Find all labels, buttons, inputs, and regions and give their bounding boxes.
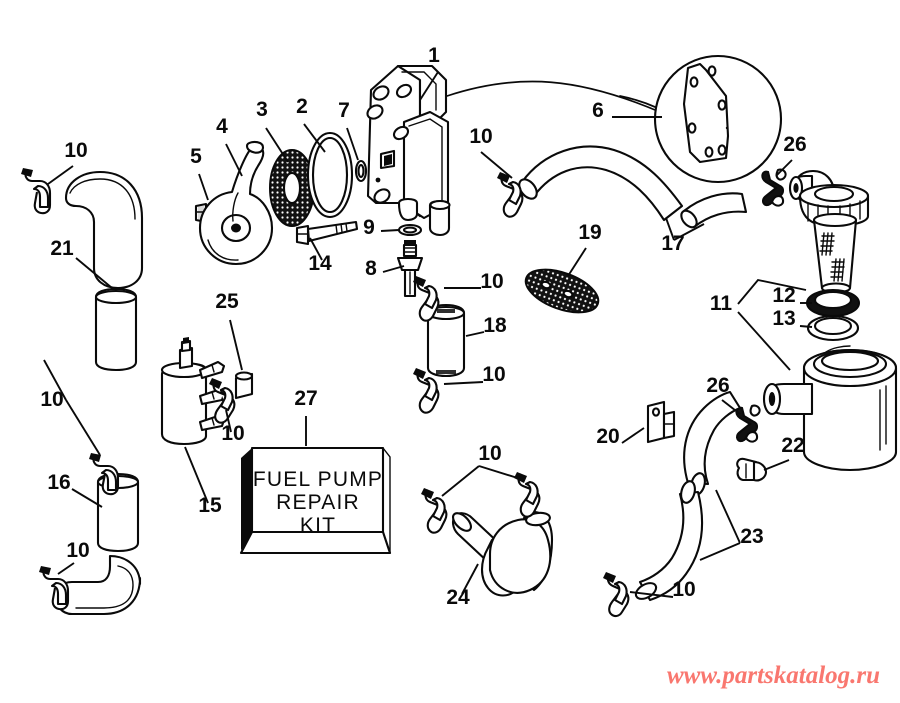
callout-number-24-fuel-hose: 24 (446, 586, 470, 609)
part-10-hose-clamp-below-filter (413, 368, 440, 414)
callout-number-3-diaphragm: 3 (256, 98, 268, 121)
part-3-diaphragm (269, 149, 315, 227)
repair-kit-line-1: FUEL PUMP (253, 468, 383, 491)
callout-number-10-hose-clamp: 10 (221, 422, 244, 445)
part-7-o-ring-small (354, 159, 368, 183)
callout-number-10-hose-clamp: 10 (480, 270, 503, 293)
callout-number-22-drain-screw: 22 (781, 434, 804, 457)
part-10-hose-clamp-above-filter (413, 276, 440, 322)
part-lower-left-curved-hose (54, 554, 142, 616)
callout-number-9-o-ring-fitting: 9 (363, 216, 375, 239)
callout-number-15-electric-fuel-pump: 15 (198, 494, 222, 517)
part-23-fuel-hose-upper (683, 390, 742, 496)
part-6-mounting-gasket-detail (653, 54, 783, 184)
part-24-fuel-hose (451, 510, 554, 597)
part-8-fitting-bolt (396, 240, 424, 298)
callout-number-10-hose-clamp: 10 (66, 539, 89, 562)
part-10-hose-clamp-mid-left (89, 453, 120, 496)
callout-number-4-pump-cover: 4 (216, 115, 228, 138)
callout-number-10-hose-clamp: 10 (40, 388, 63, 411)
callout-number-19-gasket-oval: 19 (578, 221, 601, 244)
part-20-clip-bracket (646, 400, 676, 444)
callout-number-6-mounting-gasket-detail: 6 (592, 99, 604, 122)
part-26-spring-clamp-upper (761, 168, 787, 207)
part-12-filter-seal (806, 289, 860, 317)
part-13-filter-o-ring (806, 314, 860, 342)
callout-number-13-filter-o-ring: 13 (772, 307, 795, 330)
callout-number-1-fuel-pump-body: 1 (428, 44, 440, 67)
callout-number-20-clip-bracket: 20 (596, 425, 619, 448)
callout-number-12-filter-gasket-seal: 12 (772, 284, 795, 307)
part-19-gasket-oval (524, 268, 600, 314)
part-10-hose-clamp-hose17 (497, 172, 524, 218)
callout-number-14-screw-long: 14 (308, 252, 332, 275)
callout-number-26-spring-clamp: 26 (706, 374, 729, 397)
part-21-fuel-hose (64, 170, 144, 372)
callout-number-2-diaphragm-gasket: 2 (296, 95, 308, 118)
part-10-hose-clamp-bc-right (514, 472, 541, 518)
callout-number-10-hose-clamp: 10 (482, 363, 505, 386)
site-watermark: www.partskatalog.ru (667, 662, 880, 689)
part-11-filter-cap-assembly (788, 169, 870, 294)
callout-number-8-fitting-bolt: 8 (365, 257, 377, 280)
callout-number-17-fuel-hose: 17 (661, 232, 684, 255)
callout-number-23-fuel-hose: 23 (740, 525, 763, 548)
callout-number-21-fuel-hose: 21 (50, 237, 74, 260)
leader-lines (43, 71, 813, 598)
part-10-hose-clamp-bottom-right (603, 572, 630, 618)
part-22-drain-screw (736, 457, 768, 482)
part-1-fuel-pump-body (366, 64, 677, 237)
part-10-hose-clamp-bottom-left (39, 566, 70, 611)
part-2-diaphragm-gasket (306, 131, 354, 219)
part-27-repair-kit-box (239, 446, 392, 555)
callout-number-16-fuel-hose: 16 (47, 471, 70, 494)
part-25-grommet (234, 371, 254, 400)
callout-number-10-hose-clamp: 10 (672, 578, 695, 601)
part-10-hose-clamp-near-pump (209, 378, 236, 424)
part-10-hose-clamp-bc-left (421, 488, 448, 534)
callout-number-25-grommet: 25 (215, 290, 239, 313)
callout-number-5-screw-cover: 5 (190, 145, 202, 168)
part-4-pump-cover (198, 140, 274, 266)
part-10-hose-clamp-upper-left (21, 168, 52, 215)
callout-number-18-fuel-filter-element: 18 (483, 314, 507, 337)
callout-number-27-fuel-pump-repair-kit: 27 (294, 387, 317, 410)
callout-number-10-hose-clamp: 10 (469, 125, 492, 148)
part-11-filter-bowl (762, 345, 898, 472)
callout-number-10-hose-clamp: 10 (478, 442, 501, 465)
callout-number-26-spring-clamp: 26 (783, 133, 806, 156)
callout-number-10-hose-clamp: 10 (64, 139, 87, 162)
callout-number-11-filter-assembly: 11 (710, 292, 733, 315)
callout-number-7-o-ring-small: 7 (338, 99, 350, 122)
part-17-fuel-hose-short (680, 192, 748, 229)
part-9-o-ring-fitting (397, 223, 423, 237)
part-17-fuel-hose-long (518, 145, 684, 222)
part-26-spring-clamp-lower (735, 404, 761, 443)
repair-kit-line-3: KIT (300, 514, 336, 537)
repair-kit-line-2: REPAIR (276, 491, 360, 514)
part-14-screw-long (295, 220, 359, 246)
part-15-electric-fuel-pump (160, 337, 226, 446)
